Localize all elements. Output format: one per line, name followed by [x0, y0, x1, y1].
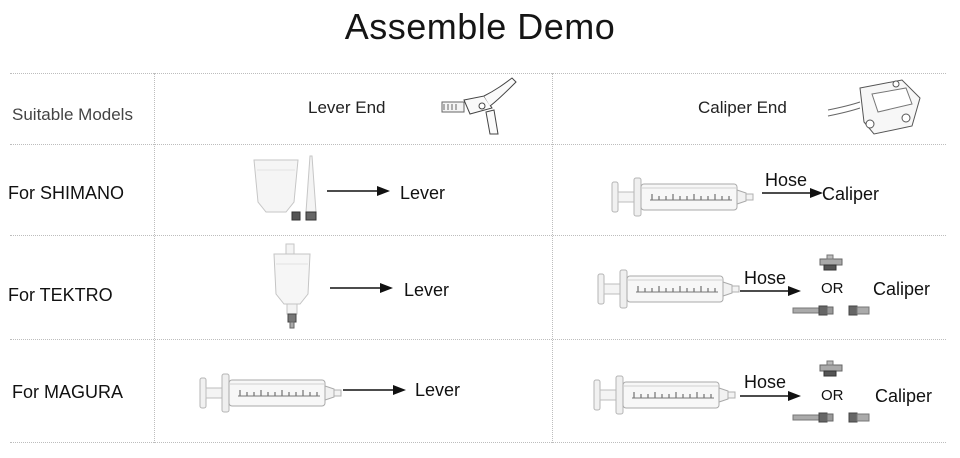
brake-lever-icon — [441, 77, 517, 135]
row-magura-or-label: OR — [821, 387, 844, 404]
row-model-shimano: For SHIMANO — [8, 183, 125, 203]
table-row-divider — [10, 144, 946, 145]
arrow-right-icon — [740, 286, 801, 296]
row-model-tektro: For TEKTRO — [8, 285, 113, 305]
table-column-divider — [552, 73, 553, 443]
arrow-right-icon — [762, 188, 823, 198]
row-tektro-hose-label: Hose — [744, 268, 787, 288]
row-shimano-lever-label: Lever — [400, 183, 446, 203]
header-caliper-end: Caliper End — [698, 98, 787, 117]
table-column-divider — [154, 73, 155, 443]
syringe-icon — [611, 177, 754, 217]
funnel-cup-icon — [253, 155, 317, 221]
arrow-right-icon — [343, 385, 406, 395]
row-magura-lever-label: Lever — [415, 380, 461, 400]
table-border-bottom — [10, 442, 946, 443]
table-border-top — [10, 73, 946, 74]
syringe-icon — [597, 269, 740, 309]
row-shimano-caliper-label: Caliper — [822, 184, 880, 204]
row-shimano-hose-label: Hose — [765, 170, 808, 190]
row-magura-caliper-label: Caliper — [875, 386, 933, 406]
header-suitable-models: Suitable Models — [12, 105, 133, 124]
bleed-adapter-icon — [819, 360, 843, 377]
arrow-right-icon — [740, 391, 801, 401]
page-title: Assemble Demo — [344, 6, 616, 47]
brake-caliper-icon — [827, 79, 921, 135]
row-tektro-caliper-label: Caliper — [873, 279, 931, 299]
bleed-adapter-icon — [819, 254, 843, 271]
row-tektro-lever-label: Lever — [404, 280, 450, 300]
syringe-icon — [199, 373, 342, 413]
syringe-icon — [593, 375, 736, 415]
table-row-divider — [10, 339, 946, 340]
bleed-bottle-icon — [273, 243, 311, 329]
arrow-right-icon — [327, 186, 390, 196]
table-row-divider — [10, 235, 946, 236]
row-magura-hose-label: Hose — [744, 372, 787, 392]
row-model-magura: For MAGURA — [12, 382, 124, 402]
bleed-adapter-icon — [792, 305, 870, 316]
header-lever-end: Lever End — [308, 98, 386, 117]
row-tektro-or-label: OR — [821, 280, 844, 297]
bleed-adapter-icon — [792, 412, 870, 423]
arrow-right-icon — [330, 283, 393, 293]
